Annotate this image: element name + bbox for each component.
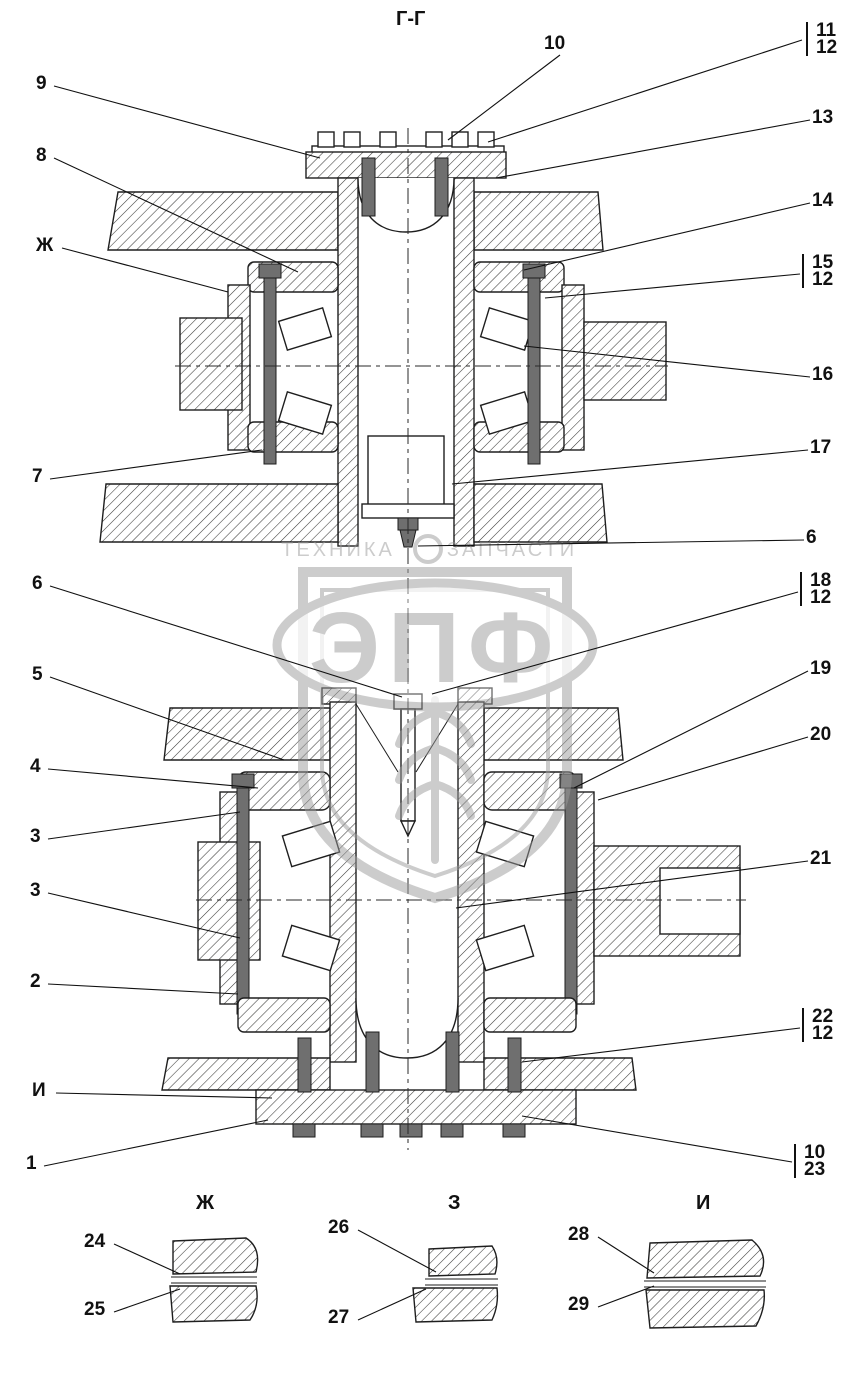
callout-6-right: 6 (806, 527, 817, 548)
callout-10-23: 10 23 (794, 1143, 825, 1179)
bottom-flange-studs (297, 1031, 522, 1093)
section-title: Г-Г (396, 8, 426, 30)
callout-9: 9 (36, 73, 47, 94)
callout-20: 20 (810, 724, 832, 745)
detail-label-zh: Ж (196, 1192, 215, 1214)
callout-5: 5 (32, 664, 43, 685)
callout-zh: Ж (36, 235, 54, 256)
callout-7: 7 (32, 466, 43, 487)
callout-28: 28 (568, 1224, 590, 1245)
callout-14: 14 (812, 190, 834, 211)
callout-3b: 3 (30, 880, 41, 901)
callout-13: 13 (812, 107, 834, 128)
detail-views (169, 1237, 766, 1329)
upper-assembly (99, 131, 667, 548)
top-bolts (317, 131, 495, 148)
upper-bearing-rollers (277, 307, 535, 435)
detail-label-z: З (448, 1192, 461, 1214)
callout-18-12: 18 12 (800, 571, 831, 607)
callout-3a: 3 (30, 826, 41, 847)
callout-29: 29 (568, 1294, 590, 1315)
callout-26: 26 (328, 1217, 350, 1238)
callout-25: 25 (84, 1299, 106, 1320)
watermark-right-text: ЗАПЧАСТИ (447, 539, 577, 561)
watermark-shield-icon (298, 567, 572, 904)
detail-label-i: И (696, 1192, 711, 1214)
lower-assembly (161, 687, 741, 1138)
callout-1: 1 (26, 1153, 37, 1174)
callout-2: 2 (30, 971, 41, 992)
callout-15-12: 15 12 (802, 253, 833, 289)
callout-16: 16 (812, 364, 834, 385)
callout-19: 19 (810, 658, 832, 679)
watermark-brand: ЭПФ (309, 592, 561, 704)
callout-4: 4 (30, 756, 41, 777)
callout-6-left: 6 (32, 573, 43, 594)
callout-24: 24 (84, 1231, 106, 1252)
callout-8: 8 (36, 145, 47, 166)
watermark: ТЕХНИКА ЗАПЧАСТИ ЭПФ (272, 534, 598, 904)
callout-i: И (32, 1080, 46, 1101)
callout-21: 21 (810, 848, 832, 869)
bottom-flange-nuts (292, 1123, 526, 1138)
watermark-logo-icon (413, 534, 443, 564)
callout-17: 17 (810, 437, 832, 458)
leader-lines (43, 39, 811, 1321)
watermark-left-text: ТЕХНИКА (281, 539, 395, 561)
centerlines (175, 128, 746, 1150)
callout-22-12: 22 12 (802, 1007, 833, 1043)
callout-27: 27 (328, 1307, 350, 1328)
callout-11-12: 11 12 (806, 21, 837, 57)
watermark-ellipse (272, 578, 598, 712)
upper-bearing-bolts (258, 263, 546, 465)
watermark-wheat-icon (395, 696, 475, 864)
callout-10-top: 10 (544, 33, 566, 54)
